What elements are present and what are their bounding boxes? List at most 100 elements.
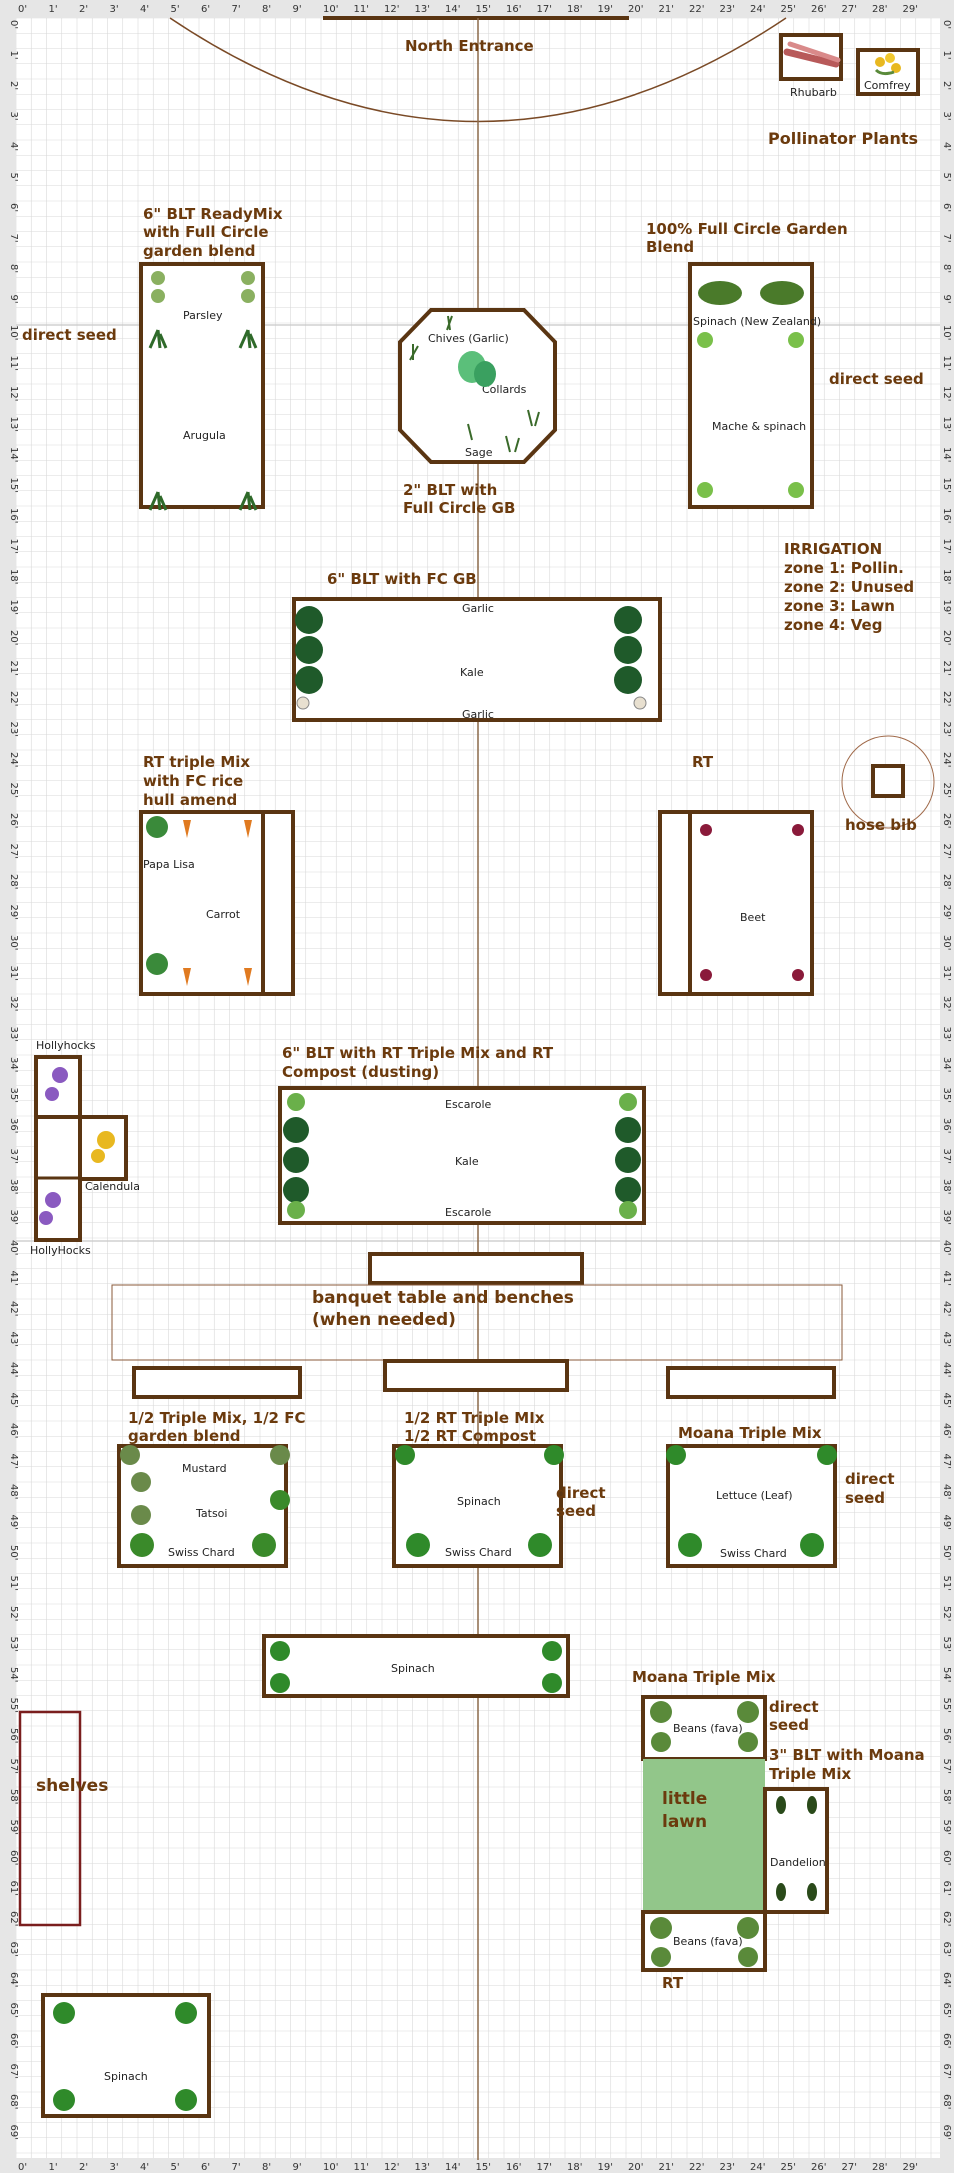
ruler-tick-y: 14' xyxy=(941,447,952,462)
ruler-tick-y: 46' xyxy=(8,1423,19,1438)
ruler-tick-y: 55' xyxy=(8,1698,19,1713)
ruler-tick-x: 7' xyxy=(232,4,241,15)
ruler-tick-x: 5' xyxy=(171,2162,180,2173)
ruler-tick-y: 19' xyxy=(8,600,19,615)
ruler-tick-y: 62' xyxy=(8,1911,19,1926)
ruler-tick-y: 4' xyxy=(941,142,952,151)
kale-label-2: Kale xyxy=(455,1155,479,1168)
ruler-tick-x: 25' xyxy=(781,4,796,15)
swiss-chard-label-3: Swiss Chard xyxy=(720,1547,787,1560)
bench-right xyxy=(666,1366,836,1399)
ruler-tick-y: 6' xyxy=(8,203,19,212)
ruler-tick-y: 51' xyxy=(941,1576,952,1591)
ruler-tick-x: 22' xyxy=(689,2162,704,2173)
carrot-label: Carrot xyxy=(206,908,241,921)
ruler-tick-y: 16' xyxy=(941,508,952,523)
spinach-mid-label: Spinach xyxy=(457,1495,501,1508)
ruler-tick-x: 13' xyxy=(415,4,430,15)
ruler-tick-y: 37' xyxy=(941,1149,952,1164)
ruler-tick-y: 40' xyxy=(8,1240,19,1255)
chard-icon-1 xyxy=(130,1490,290,1557)
ruler-tick-y: 34' xyxy=(8,1057,19,1072)
papa-lisa-icon xyxy=(146,816,168,975)
octagon-bed xyxy=(398,308,557,464)
ruler-tick-y: 0' xyxy=(941,20,952,29)
ruler-tick-y: 53' xyxy=(8,1637,19,1652)
ruler-tick-x: 21' xyxy=(659,2162,674,2173)
ruler-tick-y: 52' xyxy=(8,1606,19,1621)
ruler-tick-x: 10' xyxy=(323,4,338,15)
ruler-tick-y: 17' xyxy=(941,539,952,554)
ruler-tick-y: 10' xyxy=(8,325,19,340)
ruler-tick-y: 32' xyxy=(941,996,952,1011)
ruler-tick-y: 60' xyxy=(941,1850,952,1865)
escarole-bed xyxy=(278,1086,646,1225)
blt-rt-triple-heading: 6" BLT with RT Triple Mix and RT Compost… xyxy=(282,1044,558,1081)
ruler-tick-x: 20' xyxy=(628,2162,643,2173)
moana-heading-1: Moana Triple Mix xyxy=(678,1424,822,1442)
collards-icon xyxy=(458,351,496,387)
ruler-tick-x: 4' xyxy=(140,2162,149,2173)
mache-label: Mache & spinach xyxy=(712,420,806,433)
ruler-tick-x: 0' xyxy=(18,4,27,15)
ruler-tick-x: 20' xyxy=(628,4,643,15)
ruler-tick-y: 16' xyxy=(8,508,19,523)
ruler-tick-x: 24' xyxy=(750,4,765,15)
ruler-tick-x: 21' xyxy=(659,4,674,15)
ruler-tick-y: 26' xyxy=(8,813,19,828)
rt-triple-heading: RT triple Mix with FC rice hull amend xyxy=(143,753,255,809)
ruler-tick-y: 64' xyxy=(8,1972,19,1987)
hollyhocks-bed-1 xyxy=(34,1055,82,1119)
beet-bed xyxy=(688,810,814,996)
garlic-bottom-label: Garlic xyxy=(462,708,494,721)
ruler-tick-x: 7' xyxy=(232,2162,241,2173)
ruler-tick-y: 51' xyxy=(8,1576,19,1591)
ruler-tick-y: 50' xyxy=(941,1545,952,1560)
ruler-tick-y: 22' xyxy=(941,691,952,706)
mustard-icon xyxy=(120,1445,290,1525)
ruler-tick-y: 58' xyxy=(941,1789,952,1804)
ruler-tick-y: 36' xyxy=(941,1118,952,1133)
ruler-tick-y: 47' xyxy=(8,1454,19,1469)
ruler-tick-x: 28' xyxy=(872,4,887,15)
ruler-tick-x: 19' xyxy=(598,2162,613,2173)
ruler-tick-y: 66' xyxy=(941,2033,952,2048)
ruler-tick-y: 45' xyxy=(8,1393,19,1408)
spinach-nz-icon xyxy=(698,281,804,305)
ruler-tick-x: 18' xyxy=(567,4,582,15)
ruler-tick-y: 14' xyxy=(8,447,19,462)
little-lawn xyxy=(643,1759,765,1912)
swiss-chard-label-2: Swiss Chard xyxy=(445,1546,512,1559)
ruler-tick-y: 36' xyxy=(8,1118,19,1133)
hollyhock-icon xyxy=(39,1067,68,1225)
ruler-tick-x: 26' xyxy=(811,2162,826,2173)
ruler-tick-y: 29' xyxy=(8,905,19,920)
spinach-long-icon xyxy=(270,1641,562,1693)
ruler-tick-y: 3' xyxy=(8,112,19,121)
ruler-tick-y: 33' xyxy=(941,1027,952,1042)
blt-readymix-heading: 6" BLT ReadyMix with Full Circle garden … xyxy=(143,205,288,260)
ruler-tick-x: 10' xyxy=(323,2162,338,2173)
ruler-tick-y: 63' xyxy=(8,1942,19,1957)
ruler-tick-y: 56' xyxy=(8,1728,19,1743)
ruler-tick-y: 5' xyxy=(941,173,952,182)
ruler-tick-y: 42' xyxy=(941,1301,952,1316)
bench-top xyxy=(368,1252,584,1285)
carrot-icon xyxy=(183,820,252,986)
ruler-tick-y: 9' xyxy=(8,295,19,304)
ruler-tick-x: 29' xyxy=(903,4,918,15)
ruler-tick-y: 44' xyxy=(8,1362,19,1377)
ruler-tick-x: 29' xyxy=(903,2162,918,2173)
mache-icon xyxy=(697,332,804,498)
ruler-tick-y: 47' xyxy=(941,1454,952,1469)
ruler-tick-x: 11' xyxy=(354,2162,369,2173)
chives-label: Chives (Garlic) xyxy=(428,332,509,345)
spinach-bottom-label: Spinach xyxy=(104,2070,148,2083)
ruler-tick-y: 18' xyxy=(941,569,952,584)
direct-seed-right: direct seed xyxy=(829,370,924,388)
kale-label-1: Kale xyxy=(460,666,484,679)
chives-icon xyxy=(409,315,540,453)
ruler-tick-x: 9' xyxy=(293,2162,302,2173)
ruler-tick-x: 1' xyxy=(49,4,58,15)
